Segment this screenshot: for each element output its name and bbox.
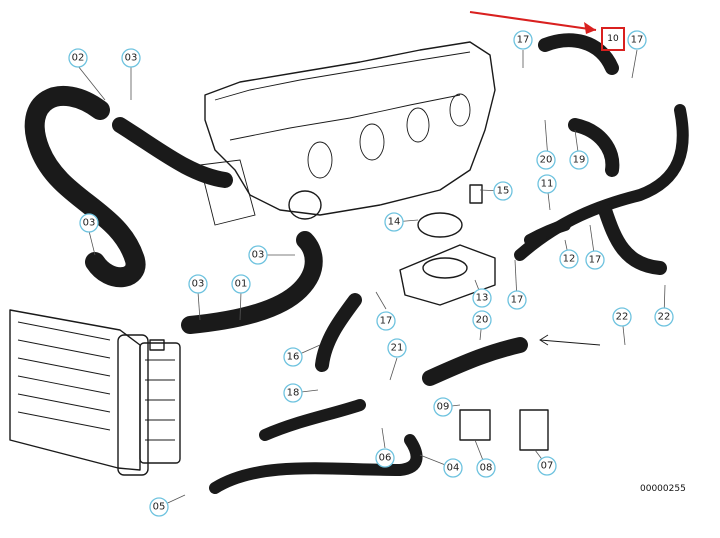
svg-text:11: 11 [541,179,554,190]
svg-text:18: 18 [287,388,300,399]
callout-08: 08 [476,458,496,478]
radiator [9,309,181,476]
callout-20: 20 [536,150,556,170]
engine-block [199,41,496,226]
svg-text:16: 16 [287,352,300,363]
callout-04: 04 [443,458,463,478]
callout-14: 14 [384,212,404,232]
callout-06: 06 [375,448,395,468]
svg-text:03: 03 [125,53,138,64]
svg-text:10: 10 [607,34,619,44]
svg-text:05: 05 [153,502,166,513]
svg-text:14: 14 [388,217,401,228]
svg-text:17: 17 [589,255,602,266]
svg-text:22: 22 [616,312,629,323]
callout-20: 20 [472,310,492,330]
hoses [24,33,689,494]
callout-03: 03 [121,48,141,68]
callout-17: 17 [507,290,527,310]
svg-text:20: 20 [540,155,553,166]
callout-22: 22 [654,307,674,327]
callout-21: 21 [387,338,407,358]
svg-text:15: 15 [497,186,510,197]
svg-text:03: 03 [192,279,205,290]
svg-text:07: 07 [541,461,554,472]
annotation-arrow [469,11,597,34]
callout-07: 07 [537,456,557,476]
callout-03: 03 [248,245,268,265]
svg-text:12: 12 [563,254,576,265]
svg-text:01: 01 [235,279,248,290]
callout-22: 22 [612,307,632,327]
callout-02: 02 [68,48,88,68]
svg-text:03: 03 [83,218,96,229]
svg-text:06: 06 [379,453,392,464]
svg-text:22: 22 [658,312,671,323]
callout-19: 19 [569,150,589,170]
svg-text:17: 17 [380,316,393,327]
svg-text:21: 21 [391,343,404,354]
callout-05: 05 [149,497,169,517]
svg-text:13: 13 [476,293,489,304]
svg-text:17: 17 [631,35,644,46]
callout-17: 17 [585,250,605,270]
flow-arrow [539,339,601,346]
callout-16: 16 [283,347,303,367]
callout-17: 17 [513,30,533,50]
callout-09: 09 [433,397,453,417]
svg-text:17: 17 [511,295,524,306]
callout-03: 03 [188,274,208,294]
svg-text:19: 19 [573,155,586,166]
diagram-code: 00000255 [640,484,686,494]
callout-01: 01 [231,274,251,294]
svg-text:20: 20 [476,315,489,326]
thermostat-housing [399,184,496,306]
brackets [459,409,549,451]
callout-12: 12 [559,249,579,269]
svg-text:03: 03 [252,250,265,261]
callout-03: 03 [79,213,99,233]
callout-15: 15 [493,181,513,201]
svg-text:08: 08 [480,463,493,474]
svg-text:17: 17 [517,35,530,46]
callout-18: 18 [283,383,303,403]
svg-text:09: 09 [437,402,450,413]
callout-11: 11 [537,174,557,194]
svg-text:02: 02 [72,53,85,64]
callout-10-highlighted: 10 [601,27,625,51]
callout-17: 17 [376,311,396,331]
svg-text:04: 04 [447,463,460,474]
callout-17: 17 [627,30,647,50]
callout-13: 13 [472,288,492,308]
